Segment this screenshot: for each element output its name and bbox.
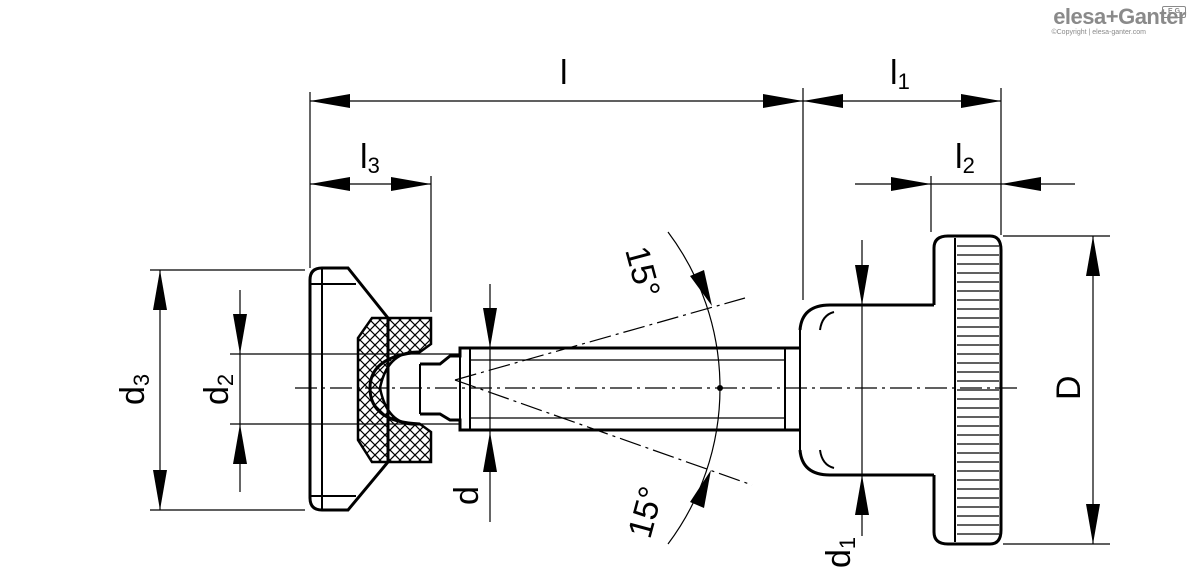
label-angle-top: 15° [617,242,667,302]
dimension-l1 [803,94,1001,108]
label-l1: l1 [890,54,910,94]
label-d3: d3 [114,374,154,405]
label-l2: l2 [955,138,975,178]
brand-name: elesa+Ganter [1053,4,1186,29]
brand-badge: E G [1162,6,1186,18]
label-l: l [560,54,568,92]
swivel-pad [308,266,433,512]
dimension-d [483,284,497,522]
brand-copyright: ©Copyright | elesa-ganter.com [1051,29,1146,36]
dimension-D [1086,236,1100,544]
label-d: d [448,486,486,505]
label-D: D [1050,375,1088,400]
dimension-d2 [233,290,247,492]
knurled-knob [798,234,1003,546]
dimension-labels: l l1 l3 l2 d3 d2 d d1 D 15° 15° [114,54,1088,568]
label-d1: d1 [820,537,860,568]
threaded-shaft [419,346,801,432]
dimension-d3 [153,270,167,510]
dimension-l [310,94,803,108]
label-d2: d2 [198,374,238,405]
dimension-l3 [310,177,431,191]
brand-logo: elesa+Ganter ©Copyright | elesa-ganter.c… [1051,6,1186,37]
label-l3: l3 [360,138,380,178]
dimension-l2 [855,177,1075,191]
label-angle-bottom: 15° [621,483,671,543]
